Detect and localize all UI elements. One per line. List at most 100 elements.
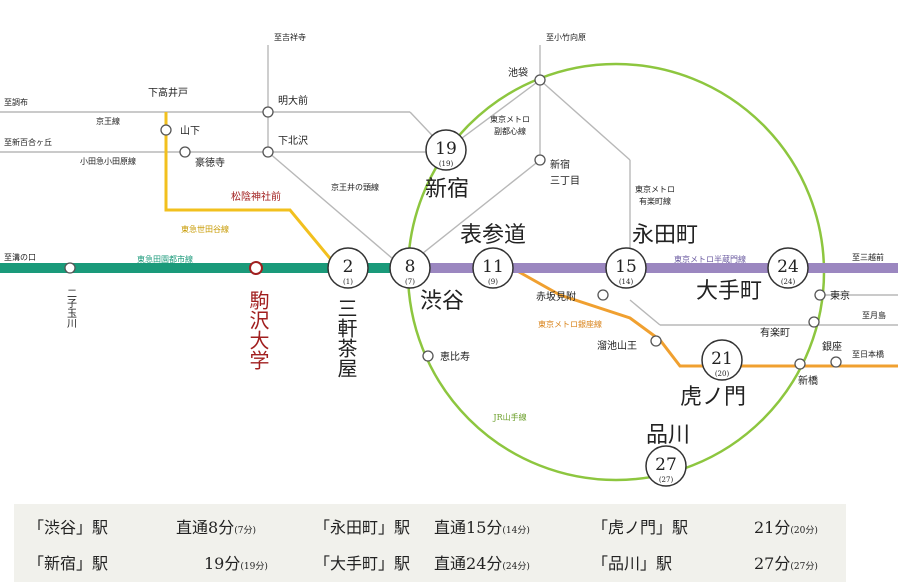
inokashira-label: 京王井の頭線 <box>331 182 379 192</box>
label-shinjuku-sanchome-2: 三丁目 <box>550 176 580 187</box>
station-dot-shinjuku-sanchome <box>534 154 546 166</box>
svg-text:8: 8 <box>405 257 416 277</box>
time-station-2: 「永田町」駅 <box>314 518 411 537</box>
route-map: 東急田園都市線 東京メトロ半蔵門線 東京メトロ銀座線 JR山手線 東急世田谷線 … <box>0 32 898 487</box>
svg-text:(19): (19) <box>439 160 454 168</box>
svg-text:2: 2 <box>343 257 354 277</box>
dir-nihonbashi: 至日本橋 <box>852 349 884 359</box>
time-value-2: 直通15分(14分) <box>434 518 530 537</box>
svg-text:(7): (7) <box>405 278 415 286</box>
svg-text:27: 27 <box>655 455 677 475</box>
label-ebisu: 恵比寿 <box>440 350 470 363</box>
label-ginza: 銀座 <box>822 340 842 353</box>
label-nagatacho: 永田町 <box>632 223 698 248</box>
label-komazawa-daigaku: 駒沢大学 <box>246 290 270 370</box>
dir-chofu: 至調布 <box>4 97 28 107</box>
fukutoshin-label-1: 東京メトロ <box>490 114 530 124</box>
label-futakotamagawa: 二子玉川 <box>65 288 77 328</box>
label-tokyo: 東京 <box>830 289 850 302</box>
station-dot-yamashita <box>160 124 172 136</box>
station-dot-tameike-sanno <box>650 335 662 347</box>
badge-shibuya: 8 (7) <box>389 247 431 289</box>
label-tameike-sanno: 溜池山王 <box>597 339 637 352</box>
station-dot-futakotamagawa <box>64 262 76 274</box>
station-dot-shimbashi <box>794 358 806 370</box>
badge-otemachi: 24 (24) <box>767 247 809 289</box>
label-shinjuku-sanchome-1: 新宿 <box>550 158 570 171</box>
label-otemachi: 大手町 <box>696 279 762 304</box>
station-dot-ebisu <box>422 350 434 362</box>
setagaya-line <box>164 112 340 269</box>
yamanote-label: JR山手線 <box>492 412 526 422</box>
station-dot-shimokitazawa <box>262 146 274 158</box>
label-sangenjaya: 三軒茶屋 <box>334 298 358 378</box>
station-dot-ginza <box>830 356 842 368</box>
dir-kichijoji: 至吉祥寺 <box>274 32 306 42</box>
time-value-5: 直通24分(24分) <box>434 554 530 573</box>
label-shimokitazawa: 下北沢 <box>278 134 308 147</box>
time-value-6: 27分(27分) <box>754 554 818 573</box>
svg-text:(1): (1) <box>343 278 353 286</box>
station-dot-meidaimae <box>262 106 274 118</box>
badge-sangenjaya: 2 (1) <box>327 247 369 289</box>
dir-mizonokuchi: 至溝の口 <box>4 252 36 262</box>
station-dot-akasaka-mitsuke <box>597 289 609 301</box>
svg-text:(9): (9) <box>488 278 498 286</box>
badge-shinjuku: 19 (19) <box>425 129 467 171</box>
dir-shinyurigaoka: 至新百合ヶ丘 <box>4 137 52 147</box>
time-value-4: 19分(19分) <box>204 554 268 573</box>
ginza-label: 東京メトロ銀座線 <box>538 319 602 329</box>
label-yamashita: 山下 <box>180 125 200 137</box>
time-station-4: 「新宿」駅 <box>28 554 109 573</box>
svg-text:15: 15 <box>615 257 637 277</box>
time-value-1: 直通8分(7分) <box>176 518 256 537</box>
denentoshi-label: 東急田園都市線 <box>137 254 193 264</box>
svg-text:21: 21 <box>711 349 733 369</box>
keio-label: 京王線 <box>96 116 120 126</box>
dir-kotakemukaihara: 至小竹向原 <box>546 32 586 42</box>
time-station-1: 「渋谷」駅 <box>28 518 109 537</box>
time-station-5: 「大手町」駅 <box>314 554 411 573</box>
hanzomon-label: 東京メトロ半蔵門線 <box>674 254 746 264</box>
setagaya-label: 東急世田谷線 <box>181 224 229 234</box>
svg-text:(24): (24) <box>781 278 796 286</box>
yurakucho-line-label-2: 有楽町線 <box>639 196 671 206</box>
station-dot-komazawa <box>249 261 263 275</box>
label-shoinjinjamae: 松陰神社前 <box>231 190 281 203</box>
dir-tsukishima: 至月島 <box>862 310 886 320</box>
time-station-3: 「虎ノ門」駅 <box>592 518 689 537</box>
station-dot-gotokuji <box>179 146 191 158</box>
fukutoshin-label-2: 副都心線 <box>494 126 526 136</box>
time-value-3: 21分(20分) <box>754 518 818 537</box>
station-dot-tokyo <box>814 289 826 301</box>
small-stations <box>64 74 842 370</box>
yurakucho-line-label-1: 東京メトロ <box>635 184 675 194</box>
time-station-6: 「品川」駅 <box>592 554 673 573</box>
badge-shinagawa: 27 (27) <box>645 445 687 487</box>
badge-omotesando: 11 (9) <box>472 247 514 289</box>
station-dot-yurakucho <box>808 316 820 328</box>
label-omotesando: 表参道 <box>460 223 526 248</box>
badge-nagatacho: 15 (14) <box>605 247 647 289</box>
travel-time-table: 「渋谷」駅 直通8分(7分) 「永田町」駅 直通15分(14分) 「虎ノ門」駅 … <box>14 504 846 582</box>
label-shimotakaido: 下高井戸 <box>148 86 188 99</box>
label-gotokuji: 豪徳寺 <box>195 156 225 169</box>
odakyu-label: 小田急小田原線 <box>80 156 136 166</box>
label-yurakucho: 有楽町 <box>760 326 790 339</box>
label-shibuya: 渋谷 <box>420 289 464 314</box>
dir-mitsukoshimae: 至三越前 <box>852 252 884 262</box>
label-shimbashi: 新橋 <box>798 374 818 387</box>
svg-text:24: 24 <box>777 257 799 277</box>
label-shinjuku: 新宿 <box>425 177 469 202</box>
gray-lines <box>0 45 898 326</box>
svg-text:(14): (14) <box>619 278 634 286</box>
svg-text:(20): (20) <box>715 370 730 378</box>
label-toranomon: 虎ノ門 <box>680 385 746 410</box>
label-ikebukuro: 池袋 <box>508 66 528 79</box>
svg-text:19: 19 <box>435 139 457 159</box>
label-shinagawa: 品川 <box>646 423 690 448</box>
label-meidaimae: 明大前 <box>278 94 308 107</box>
badge-toranomon: 21 (20) <box>701 339 743 381</box>
svg-text:11: 11 <box>482 257 504 277</box>
label-akasaka-mitsuke: 赤坂見附 <box>536 290 576 303</box>
